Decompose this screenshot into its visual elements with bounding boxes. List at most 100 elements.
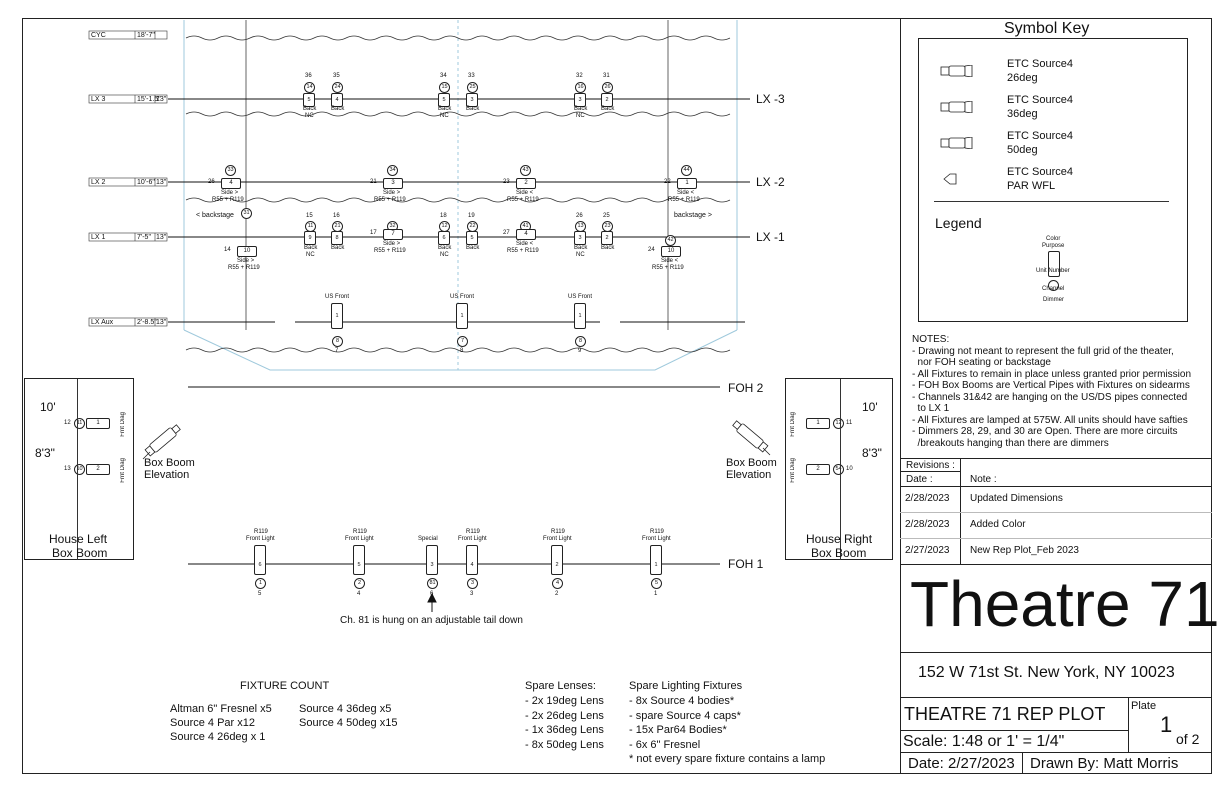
note-line: - Channels 31&42 are hanging on the US/D…	[912, 391, 1188, 403]
foh1-channel-circle: 81	[427, 578, 438, 589]
lx3-channel: 31	[603, 73, 610, 79]
hl-boom-dimmer: 13	[64, 466, 71, 472]
lx2-color: R55 + R119	[212, 197, 244, 203]
lx1-side-dimmer: 27	[503, 230, 510, 236]
foh1-color: R119	[353, 529, 367, 535]
fixture-count-item: Source 4 26deg x 1	[170, 731, 266, 743]
pipe-name-lx2: LX -2	[756, 175, 785, 189]
box-elev-right-2: Elevation	[726, 469, 772, 481]
foh1-fixture: 5	[353, 545, 365, 575]
lx2-purpose: Side <	[677, 190, 695, 196]
us-front-label: US Front	[450, 294, 475, 300]
foh1-fixture: 6	[254, 545, 266, 575]
revision-date: 2/28/2023	[905, 493, 950, 504]
hr-title-1: House Right	[806, 532, 873, 546]
hr-boom-fixture: 2	[806, 464, 830, 475]
pipe-name-lx3: LX -3	[756, 92, 785, 106]
drawn-by: Drawn By: Matt Morris	[1030, 755, 1179, 772]
hl-height-10: 10'	[40, 400, 56, 414]
hl-boom-fixture: 1	[86, 418, 110, 429]
hr-boom-dimmer: 10	[846, 466, 853, 472]
foh1-purpose: Front Light	[246, 536, 275, 542]
lx1-side-color: R55 + R119	[652, 265, 684, 271]
lx2-fixture: 1	[677, 178, 697, 189]
lx1-fixture: 9	[304, 231, 316, 245]
note-line: - Dimmers 28, 29, and 30 are Open. There…	[912, 426, 1178, 437]
us-front-channel-circle: 8	[575, 336, 586, 347]
symbol-key-variant: 50deg	[1007, 144, 1038, 156]
foh1-fixture: 3	[426, 545, 438, 575]
lx1-purpose: Back	[574, 245, 588, 251]
foh1-dimmer: 2	[555, 591, 559, 597]
revisions-note-header: Note :	[970, 474, 997, 485]
spare-lens-item: - 1x 36deg Lens	[525, 724, 604, 736]
legend-label: Dimmer	[1043, 297, 1064, 303]
hr-boom-dimmer: 11	[846, 420, 853, 426]
lx2-purpose: Side <	[516, 190, 534, 196]
date-divider	[1022, 752, 1023, 774]
pipe-cap-lx3: 13"	[156, 96, 167, 103]
lx3-channel: 33	[468, 73, 475, 79]
backstage-right-label: backstage >	[674, 212, 712, 219]
fixture-count-title: FIXTURE COUNT	[240, 680, 330, 692]
lx3-unit-circle: 15	[439, 82, 450, 93]
box-elev-right-1: Box Boom	[726, 457, 777, 469]
lx1-side-channel-circle: 31	[241, 208, 252, 219]
lx2-channel-circle: 43	[520, 165, 531, 176]
symbol-key-name: ETC Source4	[1007, 130, 1074, 142]
title-block-top-rule	[900, 564, 1212, 565]
us-front-fixture: 1	[456, 303, 468, 329]
plate-of: of 2	[1176, 731, 1200, 747]
foh1-channel-circle: 2	[354, 578, 365, 589]
lx1-fixture: 6	[438, 231, 450, 245]
lx1-purpose: Back	[466, 245, 480, 251]
fixture-count-item: Altman 6" Fresnel x5	[170, 703, 272, 715]
lx1-side-dimmer: 17	[370, 230, 377, 236]
foh1-dimmer: 4	[357, 591, 361, 597]
lx3-note: NC	[576, 113, 585, 119]
symbol-key-name: ETC Source4	[1007, 58, 1074, 70]
lx3-unit-circle: 26	[602, 82, 613, 93]
symbol-key-box	[918, 38, 1188, 322]
backstage-left-label: < backstage	[196, 212, 234, 219]
spare-fixtures-list: - 8x Source 4 bodies*- spare Source 4 ca…	[629, 694, 825, 767]
note-line: - All Fixtures are lamped at 575W. All u…	[912, 414, 1188, 426]
lx3-purpose: Back	[466, 106, 480, 112]
lx3-channel: 36	[305, 73, 312, 79]
hr-height-10: 10'	[862, 400, 878, 414]
us-front-dimmer: 8	[460, 348, 464, 354]
plate-number: 1	[1160, 712, 1173, 737]
lx3-fixture: 5	[303, 93, 315, 107]
par-wfl-icon	[940, 172, 974, 185]
spare-lenses-title: Spare Lenses:	[525, 680, 596, 692]
foh1-purpose: Front Light	[345, 536, 374, 542]
lx1-channel: 26	[576, 213, 583, 219]
hl-title-2: Box Boom	[52, 546, 108, 560]
us-front-channel-circle: 8	[332, 336, 343, 347]
pipe-trim-lx1: 7'-5"	[137, 234, 151, 241]
lx2-channel-circle: 33	[225, 165, 236, 176]
lx1-channel: 25	[603, 213, 610, 219]
legend-label: Color	[1046, 236, 1061, 242]
us-front-dimmer: 7	[335, 348, 339, 354]
lx1-fixture: 3	[574, 231, 586, 245]
lx3-fixture: 4	[331, 93, 343, 107]
symbol-key-name: ETC Source4	[1007, 166, 1074, 178]
note-line: to LX 1	[912, 403, 950, 414]
lx2-purpose: Side >	[383, 190, 401, 196]
pipe-tag-lx2: LX 2	[91, 179, 106, 186]
lx1-purpose: Back	[601, 245, 615, 251]
spare-lens-item: - 2x 26deg Lens	[525, 709, 604, 722]
symbol-key-divider	[934, 201, 1169, 202]
panel-divider	[900, 18, 901, 774]
lx2-color: R55 + R119	[374, 197, 406, 203]
lx2-channel-circle: 34	[387, 165, 398, 176]
plate-rule	[1128, 697, 1129, 752]
hr-boom-fixture: 1	[806, 418, 830, 429]
foh1-dimmer: 5	[258, 591, 262, 597]
fixture-count-item: Source 4 Par x12	[170, 717, 255, 729]
legend-title: Legend	[935, 215, 982, 231]
notes-block: NOTES: - Drawing not meant to represent …	[912, 334, 1212, 449]
